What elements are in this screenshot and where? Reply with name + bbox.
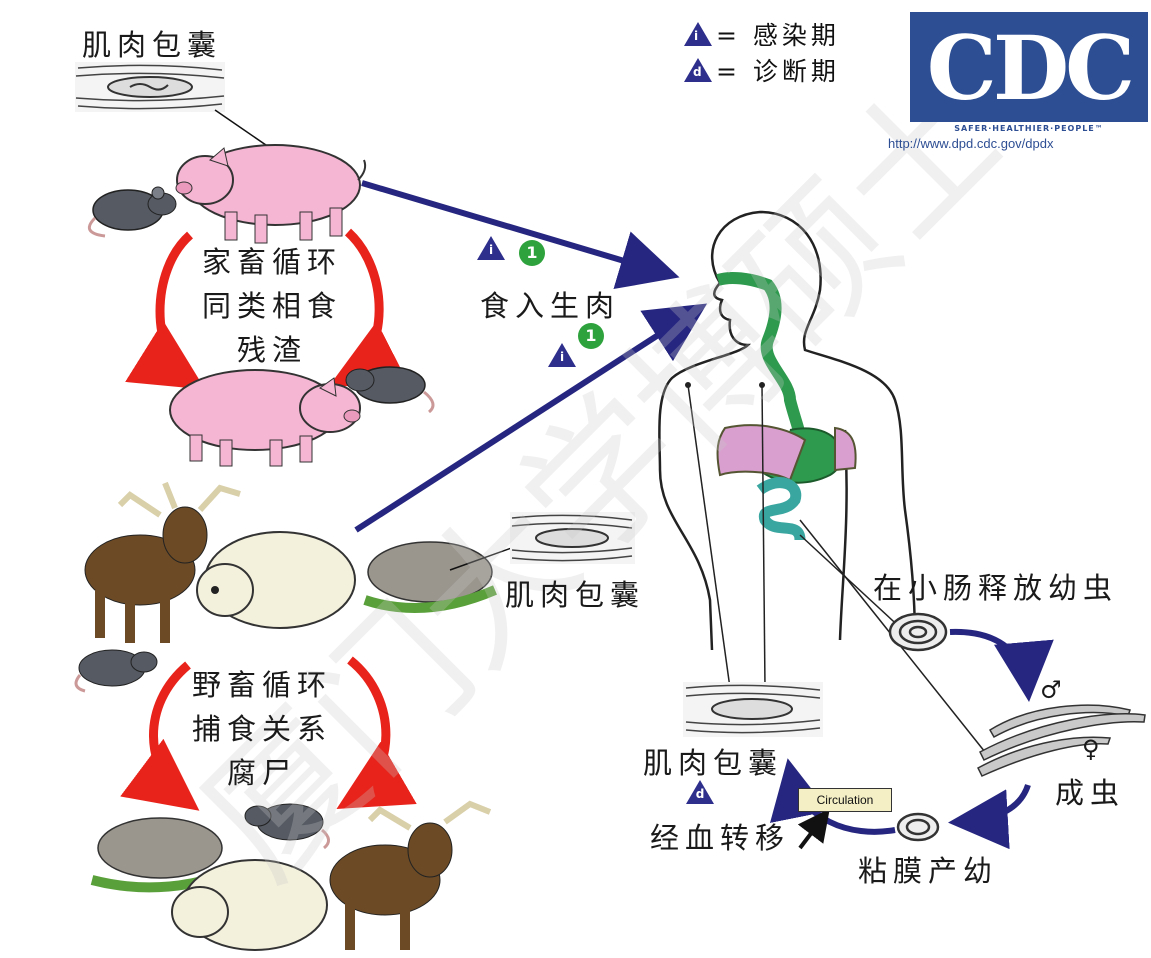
newborn-larva [898, 814, 938, 840]
label-adult-worm: 成虫 [1055, 770, 1125, 812]
label-domestic-cycle: 家畜循环 同类相食 残渣 [182, 240, 362, 372]
cdc-logo-text: CDC [910, 16, 1148, 120]
label-female: ♀ [1082, 735, 1106, 763]
cdc-logo: CDC [910, 12, 1148, 122]
label-sylvatic-cycle: 野畜循环 捕食关系 腐尸 [172, 663, 352, 795]
domestic-cycle-line-2: 同类相食 [182, 284, 362, 328]
sylvatic-cycle-line-1: 野畜循环 [172, 663, 352, 707]
stage-1-marker-a: 1 [519, 240, 545, 266]
label-muscle-cyst-human: 肌肉包囊 [643, 740, 783, 782]
muscle-cyst-tissue-human [683, 682, 823, 737]
label-eat-raw-meat: 食入生肉 [480, 283, 620, 325]
label-release-larvae: 在小肠释放幼虫 [873, 565, 1118, 607]
label-mucosa-larva: 粘膜产幼 [858, 848, 998, 890]
infective-marker-1: i [477, 236, 505, 260]
sylvatic-cycle-line-2: 捕食关系 [172, 707, 352, 751]
label-circulation: Circulation [798, 788, 892, 812]
label-blood-migration: 经血转移 [650, 815, 790, 857]
pig-top [176, 145, 365, 243]
ingestion-arrow-domestic [362, 183, 668, 274]
label-muscle-cyst-top: 肌肉包囊 [82, 22, 222, 64]
domestic-cycle-line-3: 残渣 [182, 328, 362, 372]
larva-to-adult-arrow [950, 632, 1028, 690]
legend-diagnostic: d = 诊断期 [684, 52, 840, 88]
legend-infective-text: = 感染期 [716, 16, 840, 52]
cdc-tagline: SAFER·HEALTHIER·PEOPLE™ [910, 124, 1148, 133]
domestic-cycle-line-1: 家畜循环 [182, 240, 362, 284]
adult-to-larva-arrow [960, 785, 1028, 822]
infective-stage-icon: i [684, 22, 712, 46]
circulation-pointer [800, 815, 825, 848]
label-male: ♂ [1040, 676, 1068, 704]
legend-diagnostic-text: = 诊断期 [716, 52, 840, 88]
sylvatic-cycle-line-3: 腐尸 [172, 751, 352, 795]
rat-top [89, 187, 176, 236]
stage-1-marker-b: 1 [578, 323, 604, 349]
legend-infective: i = 感染期 [684, 16, 840, 52]
cdc-url: http://www.dpd.cdc.gov/dpdx [888, 136, 1053, 151]
pig-bottom [170, 370, 360, 466]
diagnostic-marker: d [686, 780, 714, 804]
released-larva [890, 614, 946, 650]
label-muscle-cyst-wild: 肌肉包囊 [505, 572, 645, 614]
diagnostic-stage-icon: d [684, 58, 712, 82]
infective-marker-2: i [548, 343, 576, 367]
muscle-cyst-tissue-top [75, 62, 225, 112]
rat-sylvatic [76, 650, 157, 691]
adult-worms [978, 705, 1145, 776]
